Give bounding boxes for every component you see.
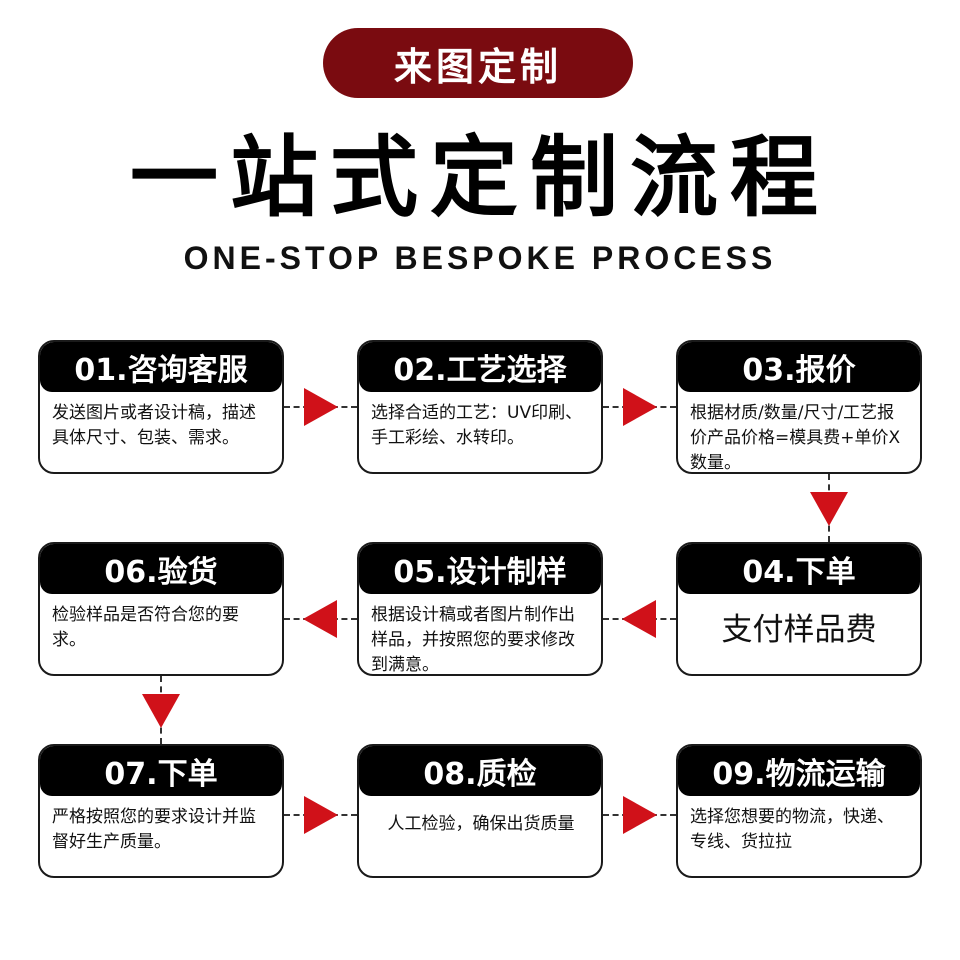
page-subtitle: ONE-STOP BESPOKE PROCESS [183,240,777,276]
arrow-left-icon [303,600,337,638]
arrow-right-icon [304,388,338,426]
step-title: 07.下单 [40,746,282,796]
step-title: 03.报价 [678,342,920,392]
step-description: 根据材质/数量/尺寸/工艺报价产品价格=模具费+单价X数量。 [690,403,901,473]
step-title: 06.验货 [40,544,282,594]
step-01-consult: 01.咨询客服 发送图片或者设计稿，描述具体尺寸、包装、需求。 [38,340,284,474]
step-title: 09.物流运输 [678,746,920,796]
step-07-order: 07.下单 严格按照您的要求设计并监督好生产质量。 [38,744,284,878]
step-02-craft: 02.工艺选择 选择合适的工艺：UV印刷、手工彩绘、水转印。 [357,340,603,474]
header-badge: 来图定制 [323,28,633,98]
step-title: 02.工艺选择 [359,342,601,392]
step-description: 支付样品费 [721,612,877,648]
step-title: 08.质检 [359,746,601,796]
step-description: 发送图片或者设计稿，描述具体尺寸、包装、需求。 [52,403,256,448]
step-03-quote: 03.报价 根据材质/数量/尺寸/工艺报价产品价格=模具费+单价X数量。 [676,340,922,474]
step-description: 人工检验，确保出货质量 [387,814,575,834]
step-09-shipping: 09.物流运输 选择您想要的物流，快递、专线、货拉拉 [676,744,922,878]
page-title: 一站式定制流程 [129,126,830,229]
step-description: 选择您想要的物流，快递、专线、货拉拉 [690,807,894,852]
arrow-left-icon [622,600,656,638]
step-title: 01.咨询客服 [40,342,282,392]
step-06-inspect: 06.验货 检验样品是否符合您的要求。 [38,542,284,676]
arrow-right-icon [304,796,338,834]
arrow-right-icon [623,388,657,426]
step-04-order: 04.下单 支付样品费 [676,542,922,676]
step-description: 检验样品是否符合您的要求。 [52,605,239,650]
step-08-qc: 08.质检 人工检验，确保出货质量 [357,744,603,878]
step-description: 严格按照您的要求设计并监督好生产质量。 [52,807,256,852]
arrow-down-icon [142,694,180,728]
step-description: 根据设计稿或者图片制作出样品，并按照您的要求修改到满意。 [371,605,575,675]
step-description: 选择合适的工艺：UV印刷、手工彩绘、水转印。 [371,403,583,448]
step-title: 04.下单 [678,544,920,594]
step-05-sample: 05.设计制样 根据设计稿或者图片制作出样品，并按照您的要求修改到满意。 [357,542,603,676]
arrow-right-icon [623,796,657,834]
step-title: 05.设计制样 [359,544,601,594]
arrow-down-icon [810,492,848,526]
